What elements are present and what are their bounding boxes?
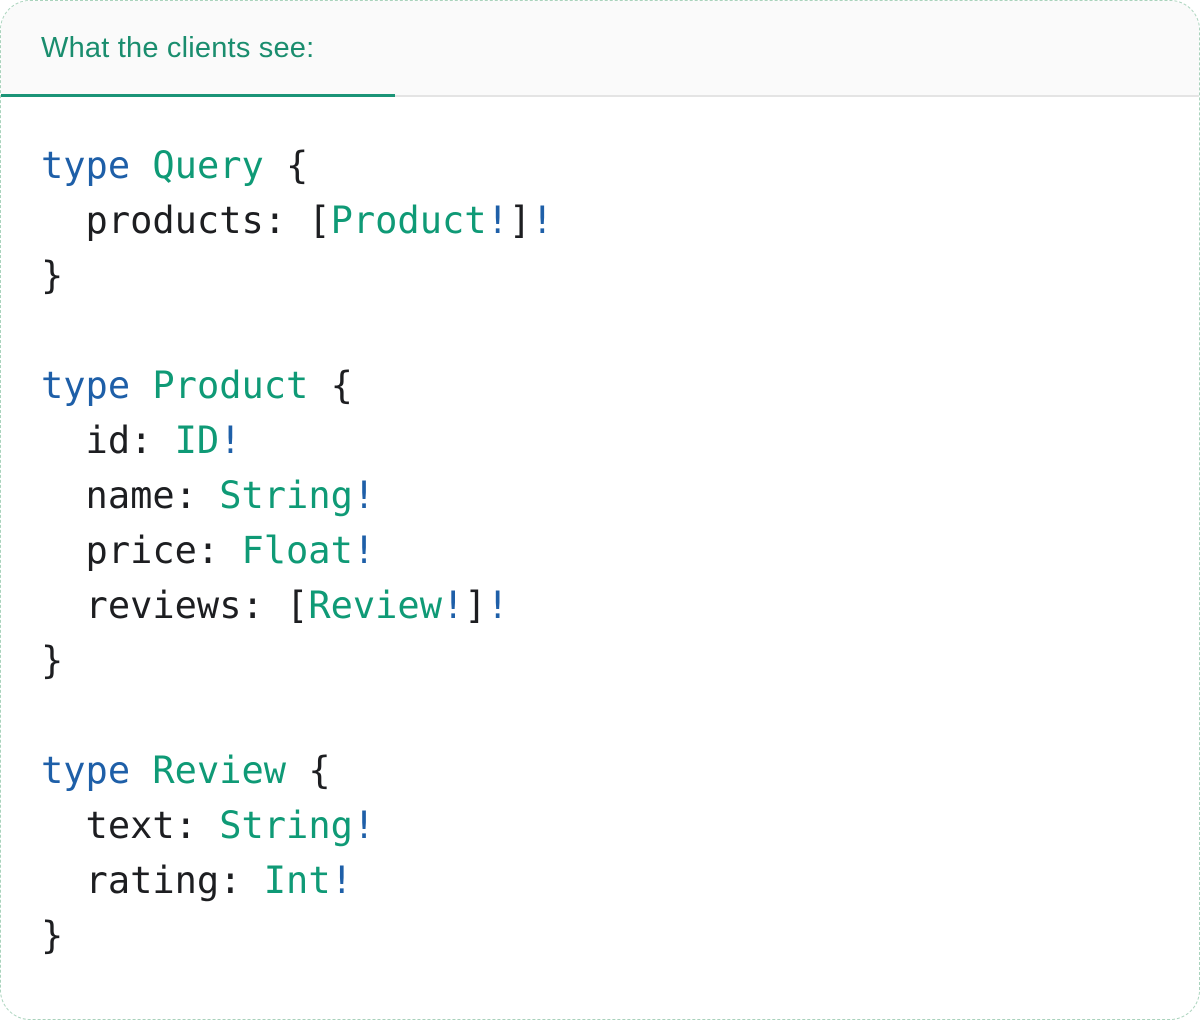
code-line: type Review { bbox=[41, 743, 1159, 798]
code-token: Float bbox=[241, 529, 353, 572]
code-line: rating: Int! bbox=[41, 853, 1159, 908]
code-token: } bbox=[41, 639, 64, 682]
code-token: String bbox=[219, 474, 353, 517]
code-token: ! bbox=[352, 474, 376, 517]
code-token: ! bbox=[531, 199, 554, 242]
code-line: products: [Product!]! bbox=[41, 193, 1159, 248]
code-token: ! bbox=[486, 199, 509, 242]
code-line: } bbox=[41, 633, 1159, 688]
code-token bbox=[130, 364, 152, 407]
code-line: } bbox=[41, 908, 1159, 963]
code-line: id: ID! bbox=[41, 413, 1159, 468]
code-block: type Query { products: [Product!]!} type… bbox=[1, 97, 1199, 1003]
tab-label: What the clients see: bbox=[41, 31, 315, 64]
active-tab-underline bbox=[1, 94, 395, 97]
code-line: name: String! bbox=[41, 468, 1159, 523]
code-token: Product bbox=[152, 364, 309, 407]
code-token: Product bbox=[330, 199, 487, 242]
code-token: rating: bbox=[41, 859, 264, 902]
code-token: } bbox=[41, 914, 64, 957]
code-token: Query bbox=[152, 144, 264, 187]
tab-bar: What the clients see: bbox=[1, 1, 1199, 97]
code-token: } bbox=[41, 254, 64, 297]
code-token: ! bbox=[219, 419, 242, 462]
code-token: type bbox=[41, 749, 131, 792]
code-token: name: bbox=[41, 474, 220, 517]
code-token: products: [ bbox=[41, 199, 331, 242]
code-token: ! bbox=[441, 584, 465, 627]
code-token: ! bbox=[352, 529, 376, 572]
code-token: text: bbox=[41, 804, 220, 847]
code-token: type bbox=[41, 364, 131, 407]
code-line bbox=[41, 303, 1159, 358]
code-token: Int bbox=[263, 859, 331, 902]
code-line: } bbox=[41, 248, 1159, 303]
code-line: type Query { bbox=[41, 138, 1159, 193]
code-token bbox=[130, 144, 152, 187]
tab-what-clients-see[interactable]: What the clients see: bbox=[1, 1, 395, 95]
code-token: ] bbox=[508, 199, 532, 242]
code-token: price: bbox=[41, 529, 242, 572]
code-token: ID bbox=[174, 419, 220, 462]
code-line: text: String! bbox=[41, 798, 1159, 853]
code-token: Review bbox=[152, 749, 287, 792]
code-line: type Product { bbox=[41, 358, 1159, 413]
code-token: { bbox=[263, 144, 309, 187]
code-token: { bbox=[286, 749, 331, 792]
code-token: id: bbox=[41, 419, 175, 462]
code-token: type bbox=[41, 144, 131, 187]
code-line: price: Float! bbox=[41, 523, 1159, 578]
code-line: reviews: [Review!]! bbox=[41, 578, 1159, 633]
code-token: ! bbox=[486, 584, 509, 627]
code-token: reviews: [ bbox=[41, 584, 309, 627]
code-token: ! bbox=[352, 804, 376, 847]
code-line bbox=[41, 688, 1159, 743]
code-token: ! bbox=[330, 859, 353, 902]
code-token: ] bbox=[464, 584, 487, 627]
code-token: String bbox=[219, 804, 353, 847]
code-token: Review bbox=[308, 584, 442, 627]
code-token bbox=[130, 749, 152, 792]
code-token: { bbox=[308, 364, 353, 407]
